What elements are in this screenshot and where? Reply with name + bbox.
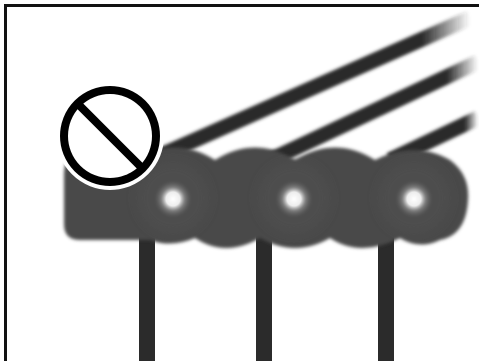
frame-border xyxy=(4,4,479,361)
diagonal-cables xyxy=(146,11,479,167)
vertical-cables xyxy=(139,225,394,361)
vertical-cable-1 xyxy=(139,225,155,361)
no-symbol-icon xyxy=(56,82,164,190)
vertical-cable-3 xyxy=(378,225,394,361)
diagonal-cable-2 xyxy=(266,55,479,167)
bracket-hole-1 xyxy=(153,179,193,219)
vertical-cable-2 xyxy=(256,225,272,361)
bracket-hole-2 xyxy=(274,179,314,219)
bracket-hole-3 xyxy=(394,179,434,219)
cable-bracket xyxy=(64,147,469,248)
diagonal-cable-1 xyxy=(146,11,474,167)
